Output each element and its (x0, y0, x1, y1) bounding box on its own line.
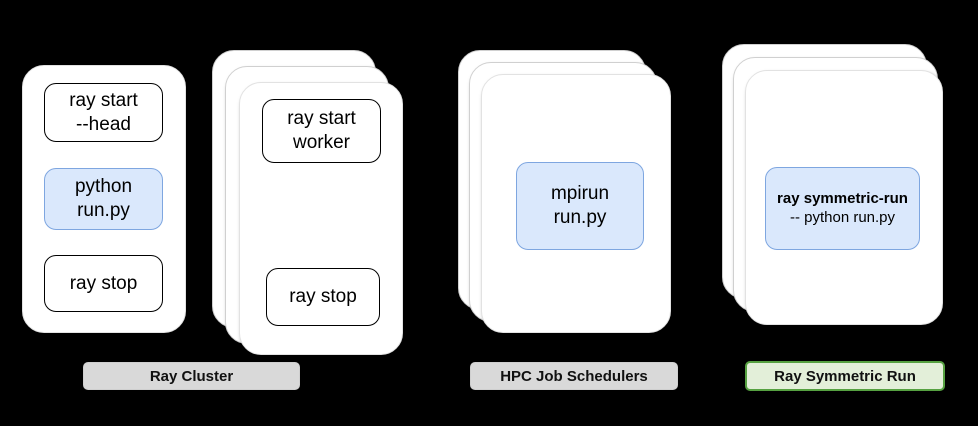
box-ray-stop-head[interactable]: ray stop (44, 255, 163, 312)
legend-ray-symmetric-run-label: Ray Symmetric Run (774, 367, 916, 385)
box-ray-symmetric-run-line1: ray symmetric-run (777, 189, 908, 207)
legend-ray-cluster: Ray Cluster (83, 362, 300, 390)
box-ray-symmetric-run-cmd[interactable]: ray symmetric-run -- python run.py (765, 167, 920, 250)
box-ray-stop-worker[interactable]: ray stop (266, 268, 380, 326)
box-python-run-line2: run.py (77, 200, 130, 221)
legend-ray-symmetric-run: Ray Symmetric Run (745, 361, 945, 391)
box-python-run-line1: python (74, 176, 133, 198)
box-mpirun-run-line1: mpirun (550, 183, 610, 205)
box-ray-stop-worker-line1: ray stop (289, 286, 357, 308)
box-ray-start-head-line2: --head (76, 113, 131, 135)
box-ray-start-head[interactable]: ray start --head (44, 83, 163, 142)
box-mpirun-run[interactable]: mpirun run.py (516, 162, 644, 250)
legend-ray-cluster-label: Ray Cluster (149, 367, 234, 385)
box-ray-start-head-line1: ray start (69, 89, 138, 111)
box-ray-start-worker[interactable]: ray start worker (262, 99, 381, 163)
legend-hpc-job-schedulers: HPC Job Schedulers (470, 362, 678, 390)
box-ray-start-worker-line1: ray start (287, 108, 356, 130)
legend-hpc-job-schedulers-label: HPC Job Schedulers (500, 367, 648, 385)
box-mpirun-run-line2: run.py (553, 207, 607, 228)
box-ray-start-worker-line2: worker (292, 132, 350, 153)
box-ray-stop-head-line1: ray stop (69, 272, 138, 294)
box-ray-symmetric-run-line2: -- python run.py (789, 208, 896, 226)
box-python-run[interactable]: python run.py (44, 168, 163, 230)
